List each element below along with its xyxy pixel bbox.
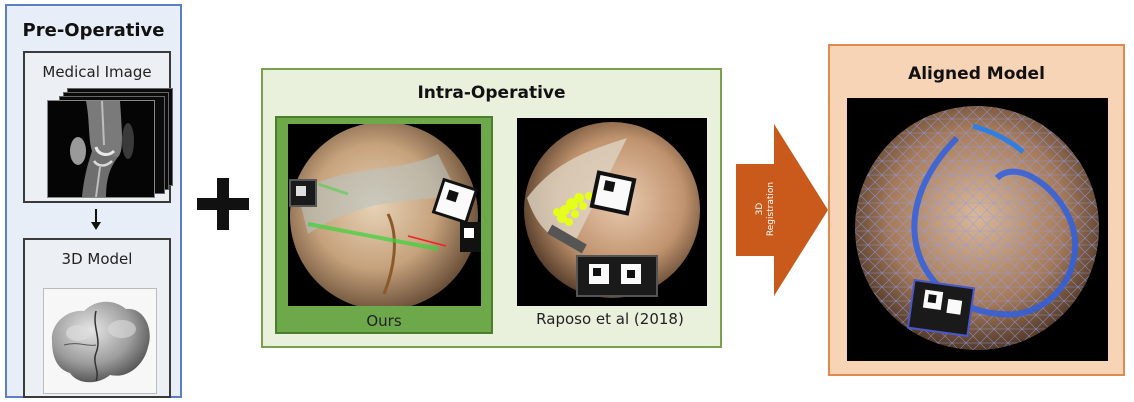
down-arrow-icon [89,209,103,231]
aligned-model-title: Aligned Model [830,64,1123,84]
mri-slice-image [47,100,155,198]
pre-operative-panel: Pre-Operative Medical Image 3D Model [5,4,182,398]
aligned-model-image [847,98,1108,361]
medical-image-label: Medical Image [25,63,169,81]
registration-arrow-icon [736,124,828,296]
pre-operative-title: Pre-Operative [7,20,180,41]
raposo-frame: Raposo et al (2018) [505,118,715,328]
raposo-label: Raposo et al (2018) [505,310,715,328]
intra-operative-title: Intra-Operative [263,83,720,103]
ours-frame: Ours [275,116,493,334]
bone-model-render [43,288,157,394]
registration-label-line2: Registration [766,139,777,279]
ours-label: Ours [277,312,491,330]
intra-operative-panel: Intra-Operative [261,68,722,348]
3d-model-box: 3D Model [23,238,171,398]
registration-label-line1: 3D [755,139,766,279]
plus-icon [197,178,249,230]
ours-arthroscopy-image [288,124,481,306]
medical-image-box: Medical Image [23,51,171,203]
raposo-arthroscopy-image [517,118,707,306]
3d-model-label: 3D Model [25,250,169,268]
aligned-model-panel: Aligned Model [828,44,1125,376]
